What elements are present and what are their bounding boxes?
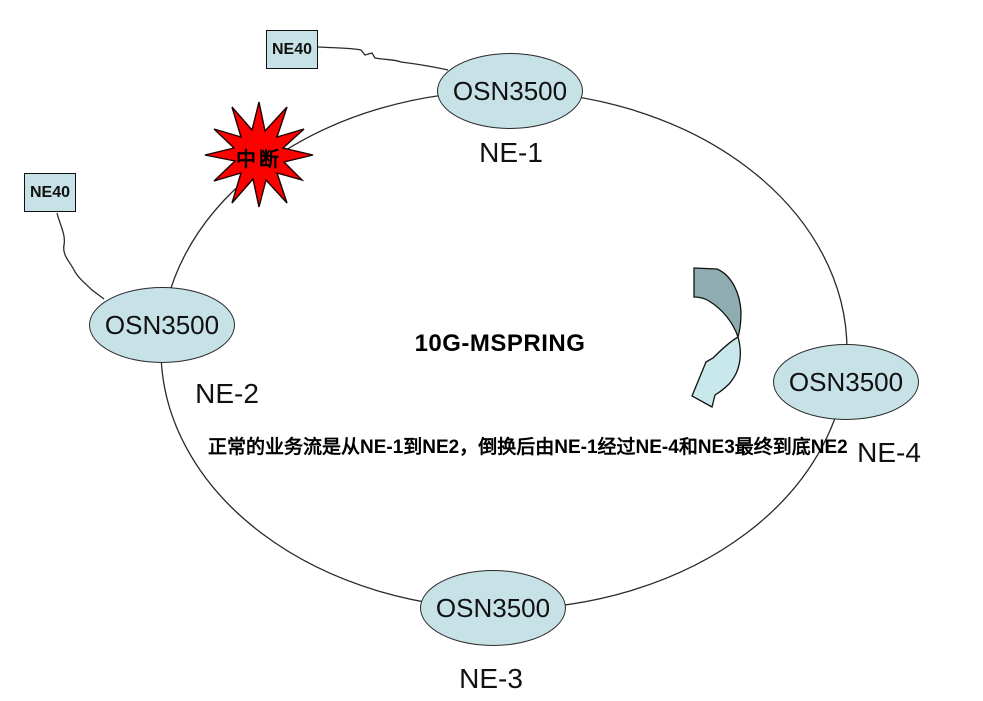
fiber-break-label: 中断 [236,149,282,171]
node-ne3-ellipse: OSN3500 [420,570,566,646]
node-ne4-ellipse: OSN3500 [773,344,919,420]
node-label-ne2: NE-2 [195,378,259,409]
curved-arrow-lower-icon [691,336,741,408]
router-label: NE40 [29,183,71,201]
curved-arrow-upper-icon [693,267,742,340]
node-label-ne1: NE-1 [479,137,543,168]
node-ne2-ellipse: OSN3500 [89,287,235,363]
router-box-ne40-top: NE40 [266,30,318,69]
ring-title: 10G-MSPRING [414,330,586,357]
traffic-flow-note: 正常的业务流是从NE-1到NE2，倒换后由NE-1经过NE-4和NE3最终到底N… [208,437,848,458]
node-device-name: OSN3500 [435,592,551,623]
connector-ne40-to-ne2 [56,212,105,300]
node-ne1-ellipse: OSN3500 [437,53,583,129]
node-device-name: OSN3500 [788,366,904,397]
connector-ne40-to-ne1 [317,46,449,71]
router-box-ne40-left: NE40 [24,173,76,212]
node-label-ne4: NE-4 [857,437,921,468]
router-label: NE40 [271,40,313,58]
fiber-break-starburst-icon [204,101,314,208]
node-device-name: OSN3500 [452,75,568,106]
node-label-ne3: NE-3 [459,663,523,694]
node-device-name: OSN3500 [104,309,220,340]
